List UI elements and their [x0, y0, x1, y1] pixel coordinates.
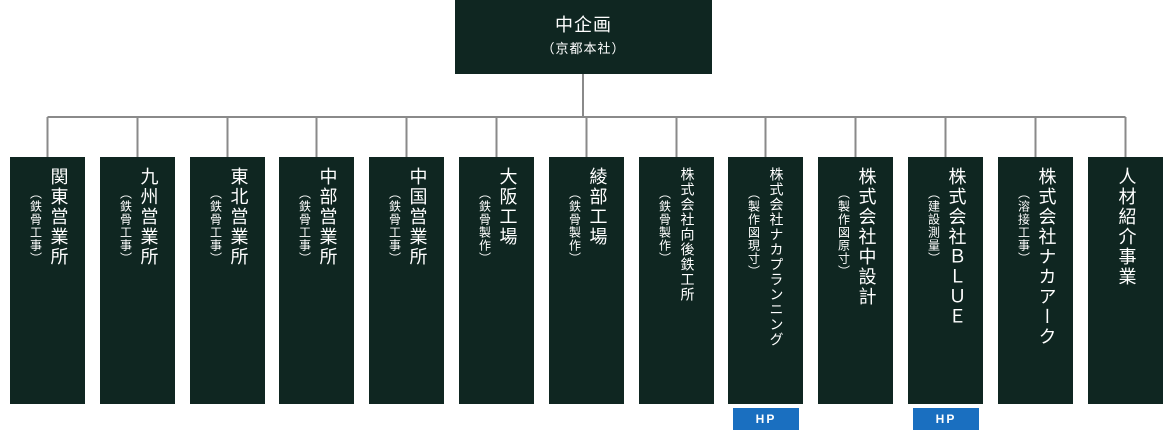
- unit-box: 九州営業所 （鉄骨工事）: [100, 157, 175, 404]
- unit-box: 大阪工場 （鉄骨製作）: [459, 157, 534, 404]
- unit-specialty: （鉄骨工事）: [297, 187, 312, 265]
- unit-name: 大阪工場: [496, 167, 518, 247]
- unit-name: 株式会社中設計: [855, 167, 877, 307]
- unit-name: 綾部工場: [586, 167, 608, 247]
- unit-specialty: （建設測量）: [926, 187, 941, 265]
- unit-box: 綾部工場 （鉄骨製作）: [549, 157, 624, 404]
- unit-specialty: （鉄骨製作）: [477, 187, 492, 265]
- unit-specialty: （製作図原寸）: [836, 187, 851, 278]
- head-office-title: 中企画: [555, 15, 612, 36]
- unit-box: 中部営業所 （鉄骨工事）: [279, 157, 354, 404]
- unit-specialty: （鉄骨工事）: [387, 187, 402, 265]
- unit-name: 中国営業所: [406, 167, 428, 267]
- unit-box: 株式会社中設計 （製作図原寸）: [818, 157, 893, 404]
- unit-box: 株式会社ＢＬＵＥ （建設測量）: [908, 157, 983, 404]
- unit-name: 株式会社ＢＬＵＥ: [945, 167, 967, 327]
- unit-name: 人材紹介事業: [1115, 167, 1137, 287]
- unit-specialty: （製作図現寸）: [746, 187, 761, 278]
- unit-specialty: （鉄骨工事）: [28, 187, 43, 265]
- unit-specialty: （鉄骨工事）: [208, 187, 223, 265]
- unit-specialty: （溶接工事）: [1016, 187, 1031, 265]
- unit-name: 九州営業所: [137, 167, 159, 267]
- unit-box: 株式会社向後鉄工所 （鉄骨製作）: [639, 157, 714, 404]
- unit-name: 中部営業所: [316, 167, 338, 267]
- unit-box: 株式会社ナカプランニング （製作図現寸）: [728, 157, 803, 404]
- unit-box: 中国営業所 （鉄骨工事）: [369, 157, 444, 404]
- unit-box: 東北営業所 （鉄骨工事）: [190, 157, 265, 404]
- unit-name: 株式会社向後鉄工所: [678, 167, 695, 302]
- unit-specialty: （鉄骨工事）: [118, 187, 133, 265]
- unit-name: 株式会社ナカアーク: [1035, 167, 1057, 347]
- head-office-box: 中企画 （京都本社）: [455, 0, 712, 74]
- unit-specialty: （鉄骨製作）: [567, 187, 582, 265]
- unit-name: 株式会社ナカプランニング: [767, 167, 784, 347]
- unit-name: 東北営業所: [227, 167, 249, 267]
- hp-link-button[interactable]: HP: [733, 408, 799, 430]
- head-office-subtitle: （京都本社）: [541, 42, 626, 57]
- hp-link-button[interactable]: HP: [913, 408, 979, 430]
- unit-name: 関東営業所: [47, 167, 69, 267]
- unit-box: 関東営業所 （鉄骨工事）: [10, 157, 85, 404]
- unit-box: 人材紹介事業: [1088, 157, 1163, 404]
- unit-box: 株式会社ナカアーク （溶接工事）: [998, 157, 1073, 404]
- unit-specialty: （鉄骨製作）: [657, 187, 672, 265]
